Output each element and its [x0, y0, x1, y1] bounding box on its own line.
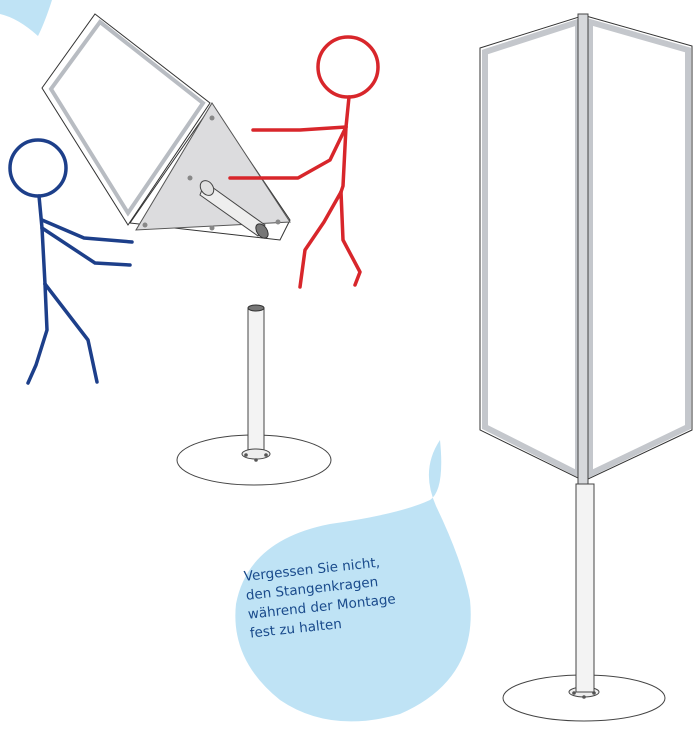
pole-stand-base — [176, 304, 332, 486]
stick-figure-blue — [8, 138, 134, 385]
triangular-display-assembled — [479, 13, 693, 722]
speech-bubble-top — [0, 0, 52, 36]
stick-figure-red — [228, 35, 380, 289]
speech-bubble-note — [235, 440, 471, 722]
triangular-display-tilted — [41, 13, 291, 241]
